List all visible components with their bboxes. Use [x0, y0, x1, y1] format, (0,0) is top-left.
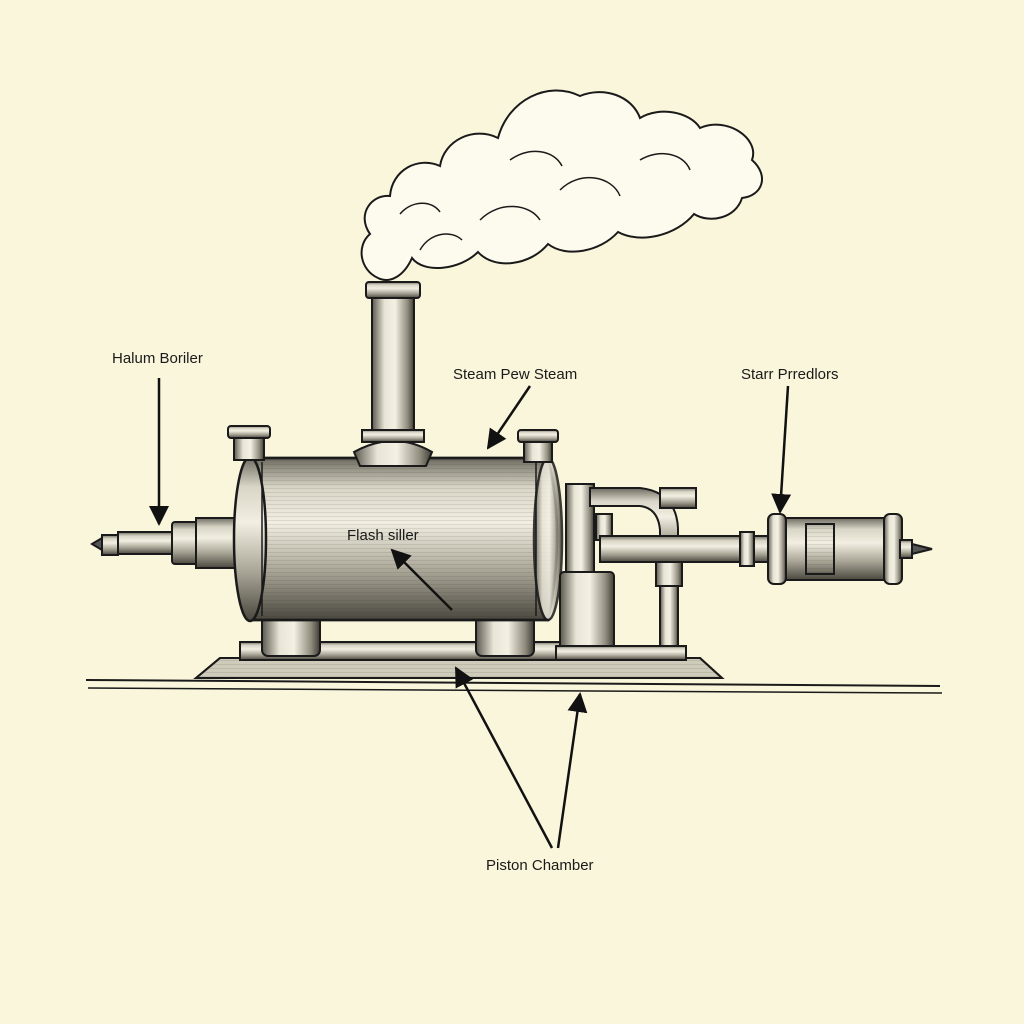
steam-cloud	[360, 89, 763, 281]
chimney	[352, 281, 434, 467]
boiler-cylinder	[232, 455, 564, 623]
arrow-flash	[390, 548, 453, 611]
arrow-starr	[771, 385, 792, 514]
label-steam-pipe: Steam Pew Steam	[453, 366, 578, 383]
arrow-steam	[486, 385, 532, 450]
label-piston-chamber: Piston Chamber	[486, 857, 594, 874]
right-shaft	[599, 513, 933, 585]
leader-arrows	[149, 378, 792, 849]
left-shaft	[90, 517, 237, 569]
label-boiler: Halum Boriler	[112, 350, 203, 367]
arrow-piston-right	[556, 692, 588, 849]
arrow-piston-left	[454, 666, 554, 849]
right-piping	[555, 483, 697, 661]
ground-line	[85, 679, 943, 694]
top-caps	[227, 425, 559, 463]
label-flash-boiler: Flash siller	[347, 527, 419, 544]
label-right-assembly: Starr Prredlors	[741, 366, 839, 383]
